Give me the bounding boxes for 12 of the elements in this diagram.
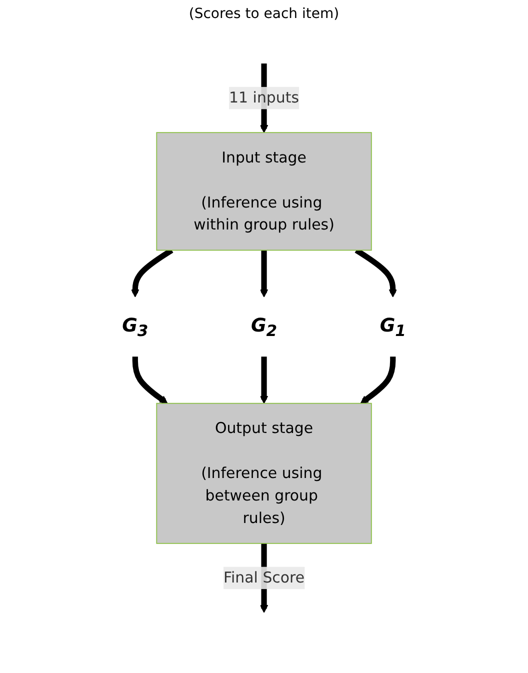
edge-label: Final Score	[223, 568, 305, 586]
node-text: G$_{2}$	[250, 314, 278, 340]
note-text: (Scores to each item)	[188, 6, 340, 22]
arrow	[260, 356, 268, 404]
node-text: G$_{1}$	[380, 314, 406, 340]
node-text: G$_{3}$	[122, 314, 148, 340]
arrow	[260, 250, 268, 298]
arrow	[360, 356, 396, 404]
edge-label: 11 inputs	[229, 88, 299, 106]
node-box: Output stage (Inference using between group rules)	[156, 402, 372, 544]
node-box: Input stage (Inference using within group rules)	[156, 132, 372, 251]
arrow	[132, 356, 168, 404]
